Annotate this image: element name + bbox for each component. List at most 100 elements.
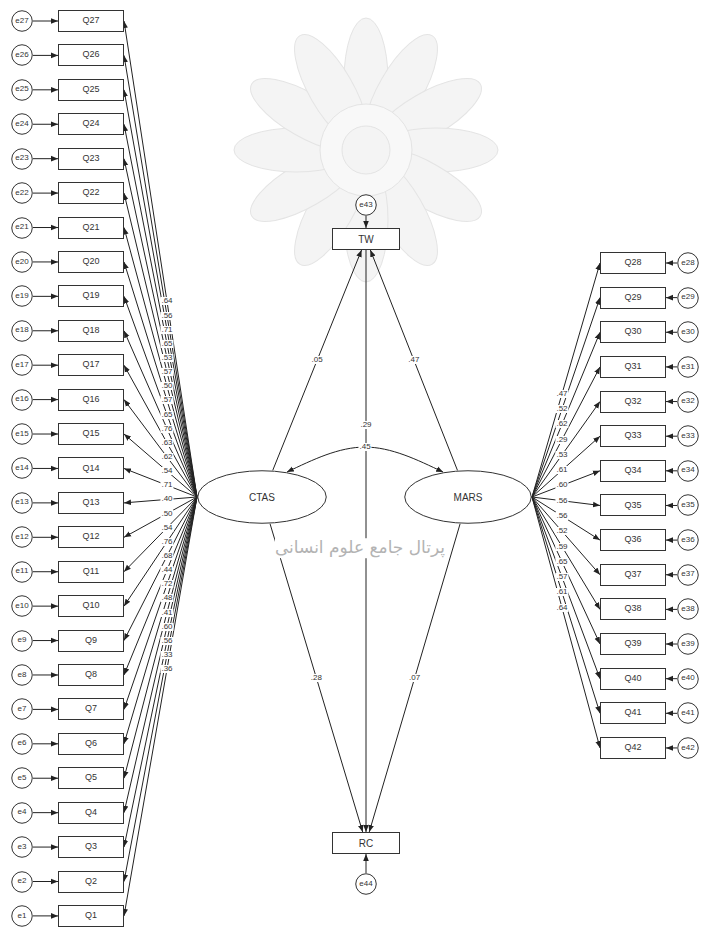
item-box: Q1	[58, 905, 124, 927]
item-box: Q18	[58, 320, 124, 342]
node-text: e7	[18, 705, 27, 714]
node-text: e3	[18, 843, 27, 852]
node-text: e34	[681, 466, 694, 475]
error-circle: e36	[677, 529, 699, 551]
path-arrow	[33, 881, 58, 882]
node-text: e41	[681, 709, 694, 718]
path-arrow	[532, 263, 600, 497]
node-text: e33	[681, 432, 694, 441]
circle-shape	[12, 80, 33, 101]
path-coefficient: .45	[358, 443, 371, 451]
circle-shape	[12, 355, 33, 376]
node-text: Q26	[82, 50, 99, 60]
path-arrow	[124, 159, 197, 497]
item-box: Q15	[58, 423, 124, 445]
circle-shape	[12, 802, 33, 823]
error-circle: e34	[677, 460, 699, 482]
path-coefficient: .52	[555, 405, 568, 413]
item-box: Q20	[58, 251, 124, 273]
item-box: Q23	[58, 148, 124, 170]
circle-shape	[12, 906, 33, 927]
node-text: e40	[681, 674, 694, 683]
path-coefficient: .59	[555, 543, 568, 551]
item-box: Q39	[600, 633, 666, 655]
error-circle: e1	[11, 905, 33, 927]
item-box: Q30	[600, 321, 666, 343]
error-circle: e17	[11, 354, 33, 376]
node-text: Q2	[85, 877, 97, 887]
item-box: Q8	[58, 664, 124, 686]
error-circle: e32	[677, 391, 699, 413]
path-coefficient: .29	[359, 421, 372, 429]
node-text: e44	[359, 880, 372, 889]
path-arrow	[124, 497, 197, 813]
error-circle: e39	[677, 633, 699, 655]
node-text: Q23	[82, 154, 99, 164]
error-circle: e5	[11, 767, 33, 789]
circle-shape	[12, 596, 33, 617]
path-coefficient: .05	[311, 356, 324, 364]
node-text: Q34	[624, 466, 641, 476]
node-text: e10	[15, 602, 28, 611]
error-circle: e21	[11, 217, 33, 239]
path-coefficient: .57	[555, 573, 568, 581]
circle-shape	[678, 565, 699, 586]
item-box: Q9	[58, 630, 124, 652]
node-text: Q20	[82, 257, 99, 267]
node-text: e20	[15, 258, 28, 267]
node-text: e15	[15, 430, 28, 439]
path-coefficient: .50	[160, 510, 173, 518]
error-circle: e33	[677, 425, 699, 447]
path-coefficient: .47	[407, 356, 420, 364]
node-text: e31	[681, 363, 694, 372]
circle-shape	[12, 11, 33, 32]
path-arrow	[532, 497, 600, 748]
path-coefficient: .40	[160, 495, 173, 503]
path-coefficient: .44	[160, 566, 173, 574]
item-box: Q31	[600, 356, 666, 378]
path-coefficient: .29	[555, 436, 568, 444]
error-circle: e44	[355, 873, 377, 895]
node-text: e12	[15, 533, 28, 542]
path-coefficient: .28	[310, 674, 323, 682]
path-arrow	[273, 250, 362, 470]
error-circle: e12	[11, 526, 33, 548]
circle-shape	[12, 665, 33, 686]
node-text: TW	[358, 234, 374, 245]
node-text: CTAS	[249, 492, 275, 503]
node-text: e30	[681, 328, 694, 337]
node-text: Q38	[624, 604, 641, 614]
item-box: Q38	[600, 598, 666, 620]
path-coefficient: .47	[555, 390, 568, 398]
error-circle: e42	[677, 737, 699, 759]
node-text: Q29	[624, 293, 641, 303]
error-circle: e27	[11, 10, 33, 32]
path-arrow	[33, 365, 58, 366]
node-text: Q18	[82, 326, 99, 336]
error-circle: e23	[11, 148, 33, 170]
path-coefficient: .76	[160, 538, 173, 546]
path-arrow	[124, 331, 197, 497]
node-text: Q6	[85, 739, 97, 749]
node-text: Q24	[82, 119, 99, 129]
path-arrow	[532, 367, 600, 497]
circle-shape	[678, 426, 699, 447]
node-text: e23	[15, 154, 28, 163]
path-coefficient: .65	[555, 558, 568, 566]
path-coefficient: .61	[555, 466, 568, 474]
item-box: Q6	[58, 733, 124, 755]
path-coefficient: .64	[160, 297, 173, 305]
circle-shape	[12, 699, 33, 720]
path-coefficient: .60	[160, 623, 173, 631]
path-arrow	[666, 540, 677, 541]
error-circle: e20	[11, 251, 33, 273]
error-circle: e35	[677, 494, 699, 516]
path-arrow	[124, 400, 197, 497]
path-arrow	[532, 497, 600, 609]
path-arrow	[33, 296, 58, 297]
path-coefficient: .61	[555, 588, 568, 596]
path-arrow	[270, 524, 363, 832]
item-box: Q33	[600, 425, 666, 447]
path-coefficient: .68	[160, 552, 173, 560]
path-arrow	[124, 228, 197, 497]
